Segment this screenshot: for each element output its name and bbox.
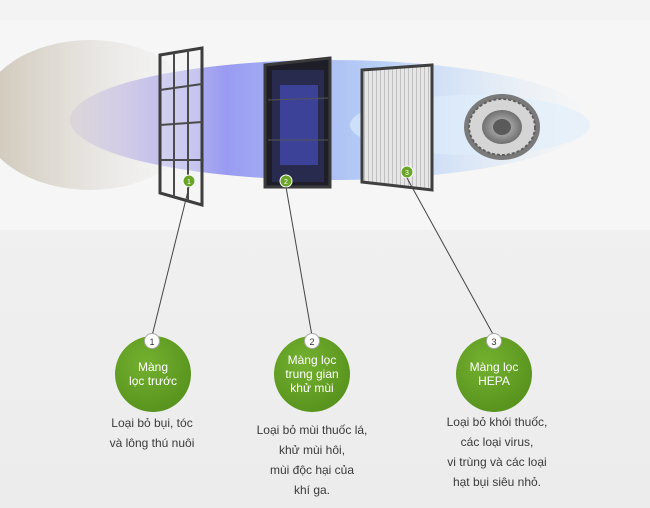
step-2-description: Loại bỏ mùi thuốc lá, khử mùi hôi, mùi đ… bbox=[256, 423, 368, 497]
svg-text:1: 1 bbox=[187, 179, 191, 186]
deodorizing-filter-panel: 2 bbox=[263, 56, 332, 189]
filter-illustration: 1 2 3 bbox=[0, 20, 650, 230]
step-3-title: Màng lọc HEPA bbox=[469, 360, 519, 388]
step-1-description: Loại bỏ bụi, tóc và lông thú nuôi bbox=[109, 416, 195, 450]
svg-text:3: 3 bbox=[405, 170, 409, 177]
step-2-number-badge: 2 bbox=[304, 333, 320, 349]
step-3-number-badge: 3 bbox=[486, 333, 502, 349]
pre-filter-panel: 1 bbox=[158, 46, 204, 207]
hepa-filter-panel: 3 bbox=[360, 63, 434, 192]
svg-text:2: 2 bbox=[284, 179, 288, 186]
step-2-title: Màng lọc trung gian khử mùi bbox=[285, 353, 339, 395]
step-1-number-badge: 1 bbox=[144, 333, 160, 349]
step-1-title: Màng lọc trước bbox=[129, 360, 177, 388]
fan-icon bbox=[464, 94, 540, 160]
step-3-description: Loại bỏ khói thuốc, các loại virus, vi t… bbox=[446, 415, 548, 489]
